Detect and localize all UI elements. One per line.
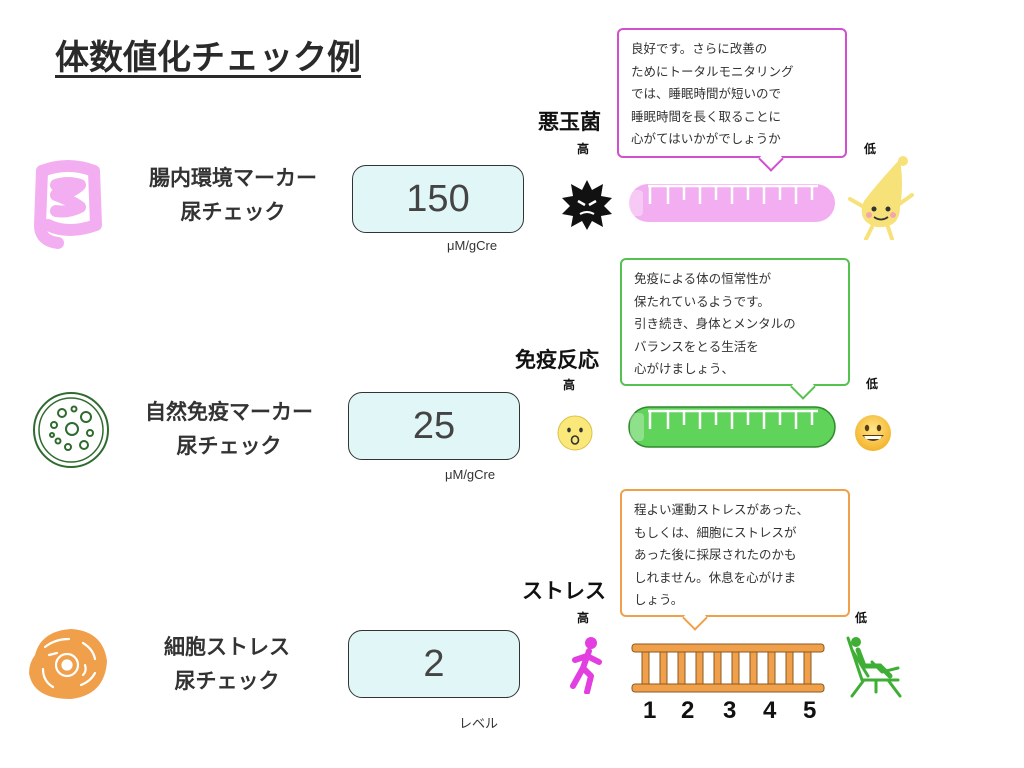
value-box: 2 <box>348 630 520 698</box>
unit-label: レベル <box>459 716 499 731</box>
comment-bubble: 程よい運動ストレスがあった、 もしくは、細胞にストレスが あった後に採尿されたの… <box>620 489 850 617</box>
happy-droplet-icon <box>846 155 914 241</box>
unit-label: μM/gCre <box>447 238 498 253</box>
scale-number: 5 <box>803 697 817 724</box>
high-label: 高 <box>577 611 590 625</box>
scale-number: 3 <box>723 697 737 724</box>
scale-number: 4 <box>763 697 777 724</box>
germ-icon <box>560 178 614 232</box>
immune-cell-icon <box>30 389 112 471</box>
value-box: 25 <box>348 392 520 460</box>
running-person-icon <box>565 636 609 695</box>
gauge <box>628 403 838 451</box>
category-label: 免疫反応 <box>515 348 599 372</box>
cell-icon <box>25 625 110 703</box>
low-label: 低 <box>864 142 877 156</box>
marker-label: 腸内環境マーカー 尿チェック <box>149 166 317 224</box>
scale-number: 2 <box>681 697 695 724</box>
low-label: 低 <box>866 377 879 391</box>
value-box: 150 <box>352 165 524 233</box>
high-label: 高 <box>577 142 590 156</box>
marker-label: 自然免疫マーカー 尿チェック <box>145 400 313 458</box>
intestine-icon <box>28 155 108 250</box>
category-label: 悪玉菌 <box>538 110 601 134</box>
unit-label: μM/gCre <box>445 467 496 482</box>
ladder-gauge <box>628 640 828 696</box>
category-label: ストレス <box>522 579 606 603</box>
marker-label: 細胞ストレス 尿チェック <box>164 635 290 693</box>
high-label: 高 <box>563 378 576 392</box>
scale-number: 1 <box>643 697 657 724</box>
page-title: 体数値化チェック例 <box>55 38 361 78</box>
surprised-face-icon <box>556 414 594 452</box>
comment-bubble: 良好です。さらに改善の ためにトータルモニタリング では、睡眠時間が短いので 睡… <box>617 28 847 158</box>
grinning-face-icon <box>854 414 892 452</box>
low-label: 低 <box>855 611 868 625</box>
deck-chair-icon <box>842 632 906 698</box>
gauge <box>628 178 838 226</box>
comment-bubble: 免疫による体の恒常性が 保たれているようです。 引き続き、身体とメンタルの バラ… <box>620 258 850 386</box>
